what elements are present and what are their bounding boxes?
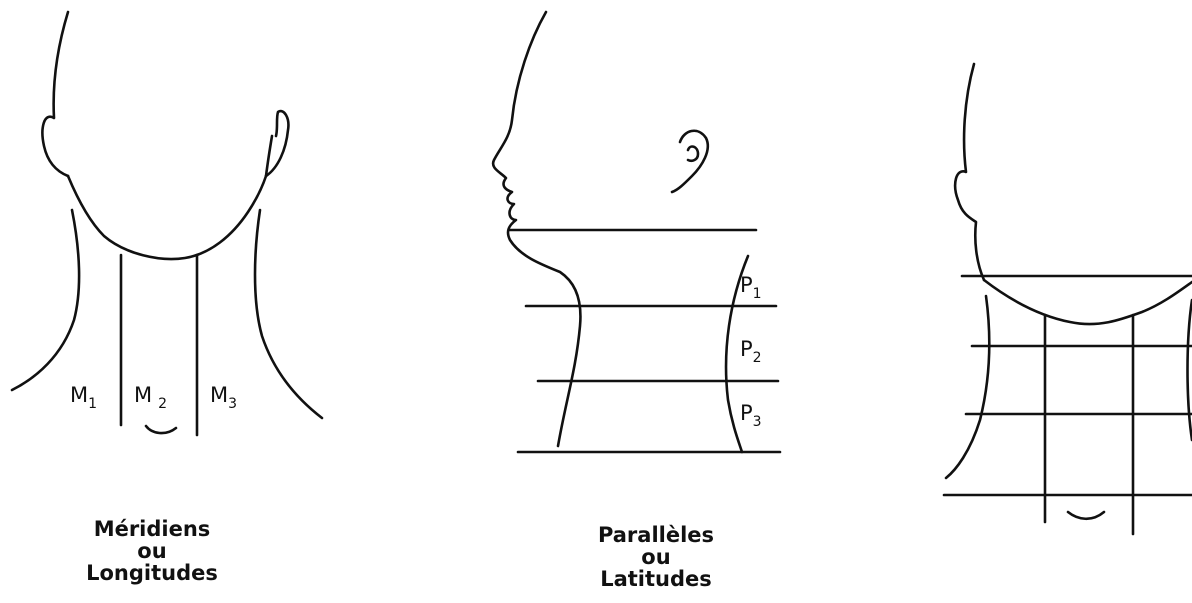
label-p2: P2 [740,337,762,366]
right-ear-outline [266,111,288,176]
head-left-outline-3 [955,64,984,280]
meridians-caption: Méridiens ou Longitudes [52,518,252,584]
jaw-outline-3 [984,280,1192,324]
caption-line-2: ou [556,546,756,568]
parallels-panel: P1 P2 P3 [493,12,780,452]
neck-left-outline [12,210,79,390]
caption-line-3: Longitudes [52,562,252,584]
ear-inner [688,147,698,161]
label-m3: M3 [210,383,237,412]
label-p3: P3 [740,401,762,430]
caption-line-1: Méridiens [52,518,252,540]
label-p1: P1 [740,273,762,302]
caption-line-2: ou [52,540,252,562]
head-left-outline [42,12,68,176]
caption-line-1: Parallèles [556,524,756,546]
sternal-notch-mark [146,426,176,433]
parallels-caption: Parallèles ou Latitudes [556,524,756,590]
caption-line-3: Latitudes [556,568,756,590]
grid-panel [944,64,1192,534]
neck-right-outline [255,210,322,418]
sternal-notch-mark-3 [1068,512,1104,519]
neck-right-outline-3 [1188,300,1192,440]
neck-left-outline-3 [946,296,989,478]
label-m1: M1 [70,383,97,412]
jaw-outline [68,176,266,259]
